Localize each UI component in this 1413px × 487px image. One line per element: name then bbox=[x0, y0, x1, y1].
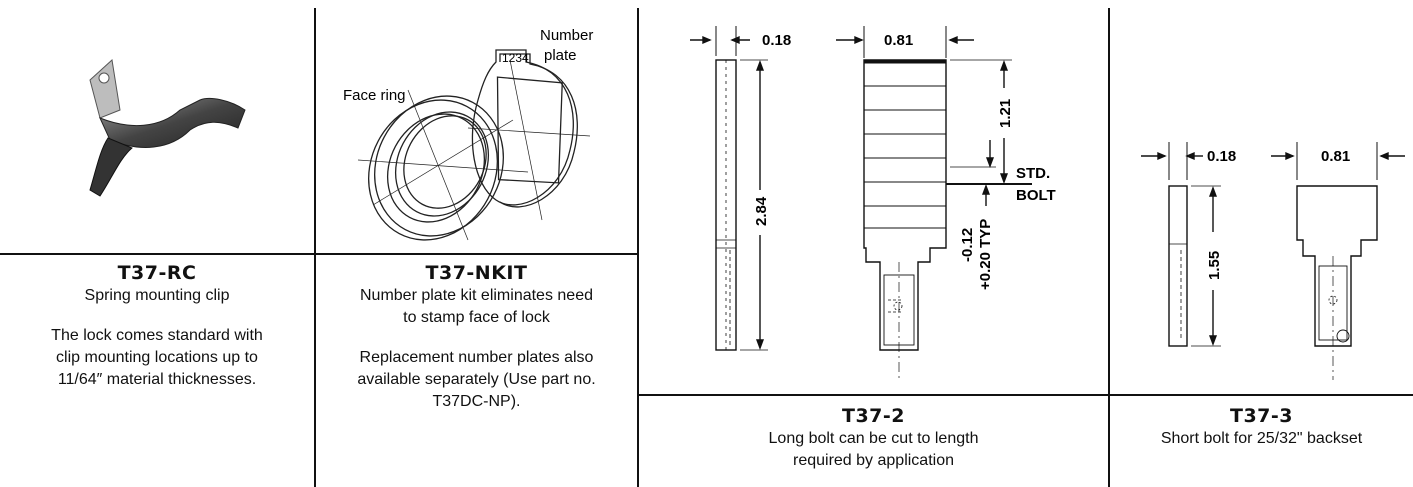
product-name: T37-2 bbox=[841, 405, 905, 427]
dim-upper: 1.21 bbox=[997, 99, 1014, 128]
product-name: T37-NKIT bbox=[425, 262, 528, 284]
dim-tolerance-minus: -0.12 bbox=[959, 228, 976, 262]
product-name: T37-3 bbox=[1229, 405, 1293, 427]
panel-t37-2-text: T37-2 Long bolt can be cut to length req… bbox=[639, 404, 1108, 472]
label-bolt: BOLT bbox=[1016, 187, 1056, 204]
panel-t37-3-text: T37-3 Short bolt for 25/32" backset bbox=[1110, 404, 1413, 450]
product-description: Spring mounting clip bbox=[84, 287, 230, 304]
product-description: Short bolt for 25/32" backset bbox=[1160, 430, 1363, 447]
product-note-line: The lock comes standard with bbox=[51, 327, 263, 344]
t37-2-bolt-drawing: 0.18 0.81 2.84 1.21 STD. BOLT -0.12 +0.2… bbox=[690, 26, 1056, 380]
dim-length: 1.55 bbox=[1206, 251, 1223, 280]
dim-length: 2.84 bbox=[753, 196, 770, 226]
product-description-line: Number plate kit eliminates need bbox=[359, 287, 593, 304]
product-description-line: to stamp face of lock bbox=[403, 309, 550, 326]
dim-width: 0.81 bbox=[1321, 148, 1350, 165]
row-divider-right bbox=[637, 394, 1413, 396]
spring-clip-image bbox=[89, 59, 246, 197]
dim-thickness: 0.18 bbox=[762, 32, 791, 49]
dim-thickness: 0.18 bbox=[1207, 148, 1236, 165]
label-number-plate-line2: plate bbox=[544, 47, 577, 64]
label-number-plate-line1: Number bbox=[540, 27, 593, 44]
divider-3 bbox=[1108, 8, 1110, 487]
plate-number-text: 1234 bbox=[502, 51, 529, 65]
product-note-line: T37DC-NP). bbox=[432, 393, 521, 410]
product-note-line: clip mounting locations up to bbox=[56, 349, 258, 366]
product-note-line: Replacement number plates also bbox=[359, 349, 594, 366]
dim-tolerance-plus: +0.20 TYP bbox=[977, 219, 994, 290]
t37-3-bolt-drawing: 0.18 0.81 1.55 bbox=[1141, 142, 1405, 380]
divider-2 bbox=[637, 8, 639, 487]
number-plate-kit-diagram: Face ring Number plate 1234 bbox=[343, 27, 593, 241]
panel-t37-rc-text: T37-RC Spring mounting clip The lock com… bbox=[0, 261, 314, 391]
label-face-ring: Face ring bbox=[343, 87, 406, 104]
dim-width: 0.81 bbox=[884, 32, 913, 49]
row-divider-left bbox=[0, 253, 637, 255]
product-description-line: Long bolt can be cut to length bbox=[768, 430, 979, 447]
product-description-line: required by application bbox=[793, 452, 954, 469]
product-note-line: available separately (Use part no. bbox=[357, 371, 596, 388]
label-std: STD. bbox=[1016, 165, 1050, 182]
divider-1 bbox=[314, 8, 316, 487]
panel-t37-nkit-text: T37-NKIT Number plate kit eliminates nee… bbox=[316, 261, 637, 413]
product-name: T37-RC bbox=[117, 262, 197, 284]
product-note-line: 11/64″ material thicknesses. bbox=[57, 371, 257, 388]
